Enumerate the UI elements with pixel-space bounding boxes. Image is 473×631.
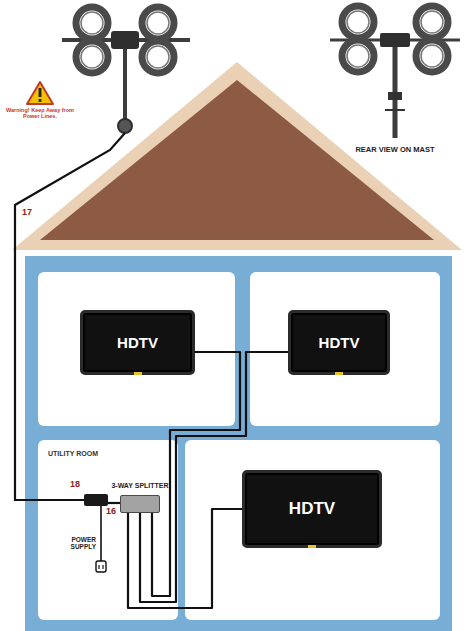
wall-plug	[102, 565, 103, 569]
antenna-front	[62, 7, 190, 133]
antenna-loop-inner	[147, 46, 169, 68]
room	[250, 272, 440, 426]
coax-cable	[108, 502, 120, 504]
view-caption: REAR VIEW ON MAST	[340, 146, 450, 155]
callout-number: 18	[70, 479, 84, 489]
mast-clamp	[388, 92, 402, 100]
callout-number: 16	[106, 506, 120, 516]
antenna-loop	[142, 7, 174, 39]
warning-text: Warning! Keep Away from Power Lines.	[6, 107, 74, 120]
room	[38, 272, 235, 426]
antenna-loop-inner	[347, 11, 369, 33]
antenna-loop-inner	[81, 46, 103, 68]
power-inserter	[84, 494, 108, 506]
antenna-hub	[111, 31, 139, 49]
antenna-loop-inner	[421, 11, 443, 33]
warning-sign	[27, 82, 53, 104]
antenna-loop	[342, 6, 374, 38]
warning-mark	[39, 88, 42, 97]
antenna-loop-inner	[347, 45, 369, 67]
antenna-loop	[76, 41, 108, 73]
screen-label: HDTV	[289, 499, 335, 519]
power-cord	[100, 506, 102, 561]
room-label: UTILITY ROOM	[48, 450, 98, 457]
antenna-loop-inner	[147, 12, 169, 34]
antenna-loop-inner	[81, 12, 103, 34]
room: UTILITY ROOM 3-WAY SPLITTER	[38, 440, 178, 620]
part-label: 3-WAY SPLITTER	[111, 482, 168, 489]
wall-plug	[96, 561, 106, 572]
mast-mount	[118, 119, 132, 133]
splitter-box: 3-WAY SPLITTER	[120, 495, 160, 513]
utility-room-floor	[38, 440, 178, 620]
coax-cable	[128, 509, 242, 608]
warning-mark	[39, 99, 42, 102]
tv-screen: HDTV	[288, 310, 390, 375]
room	[185, 440, 440, 620]
antenna-loop-inner	[421, 45, 443, 67]
antenna-loop	[416, 6, 448, 38]
antenna-loop	[342, 40, 374, 72]
callout-number: 17	[22, 207, 38, 217]
tv-screen: HDTV	[242, 470, 382, 548]
antenna-loop	[416, 40, 448, 72]
antenna-loop	[76, 7, 108, 39]
coax-cable	[152, 352, 240, 596]
wall-plug	[98, 565, 99, 569]
house-wall	[25, 256, 452, 631]
warning-triangle	[27, 82, 53, 104]
antenna-hub	[380, 33, 410, 47]
part-label: POWER SUPPLY	[48, 536, 96, 551]
antenna-mast	[123, 49, 127, 122]
roof	[40, 80, 434, 240]
screen-label: HDTV	[117, 334, 158, 351]
tv-screen: HDTV	[80, 310, 195, 375]
antenna-loop	[142, 41, 174, 73]
mast-clamp	[385, 109, 405, 111]
screen-label: HDTV	[319, 334, 360, 351]
antenna-rear	[330, 6, 460, 138]
